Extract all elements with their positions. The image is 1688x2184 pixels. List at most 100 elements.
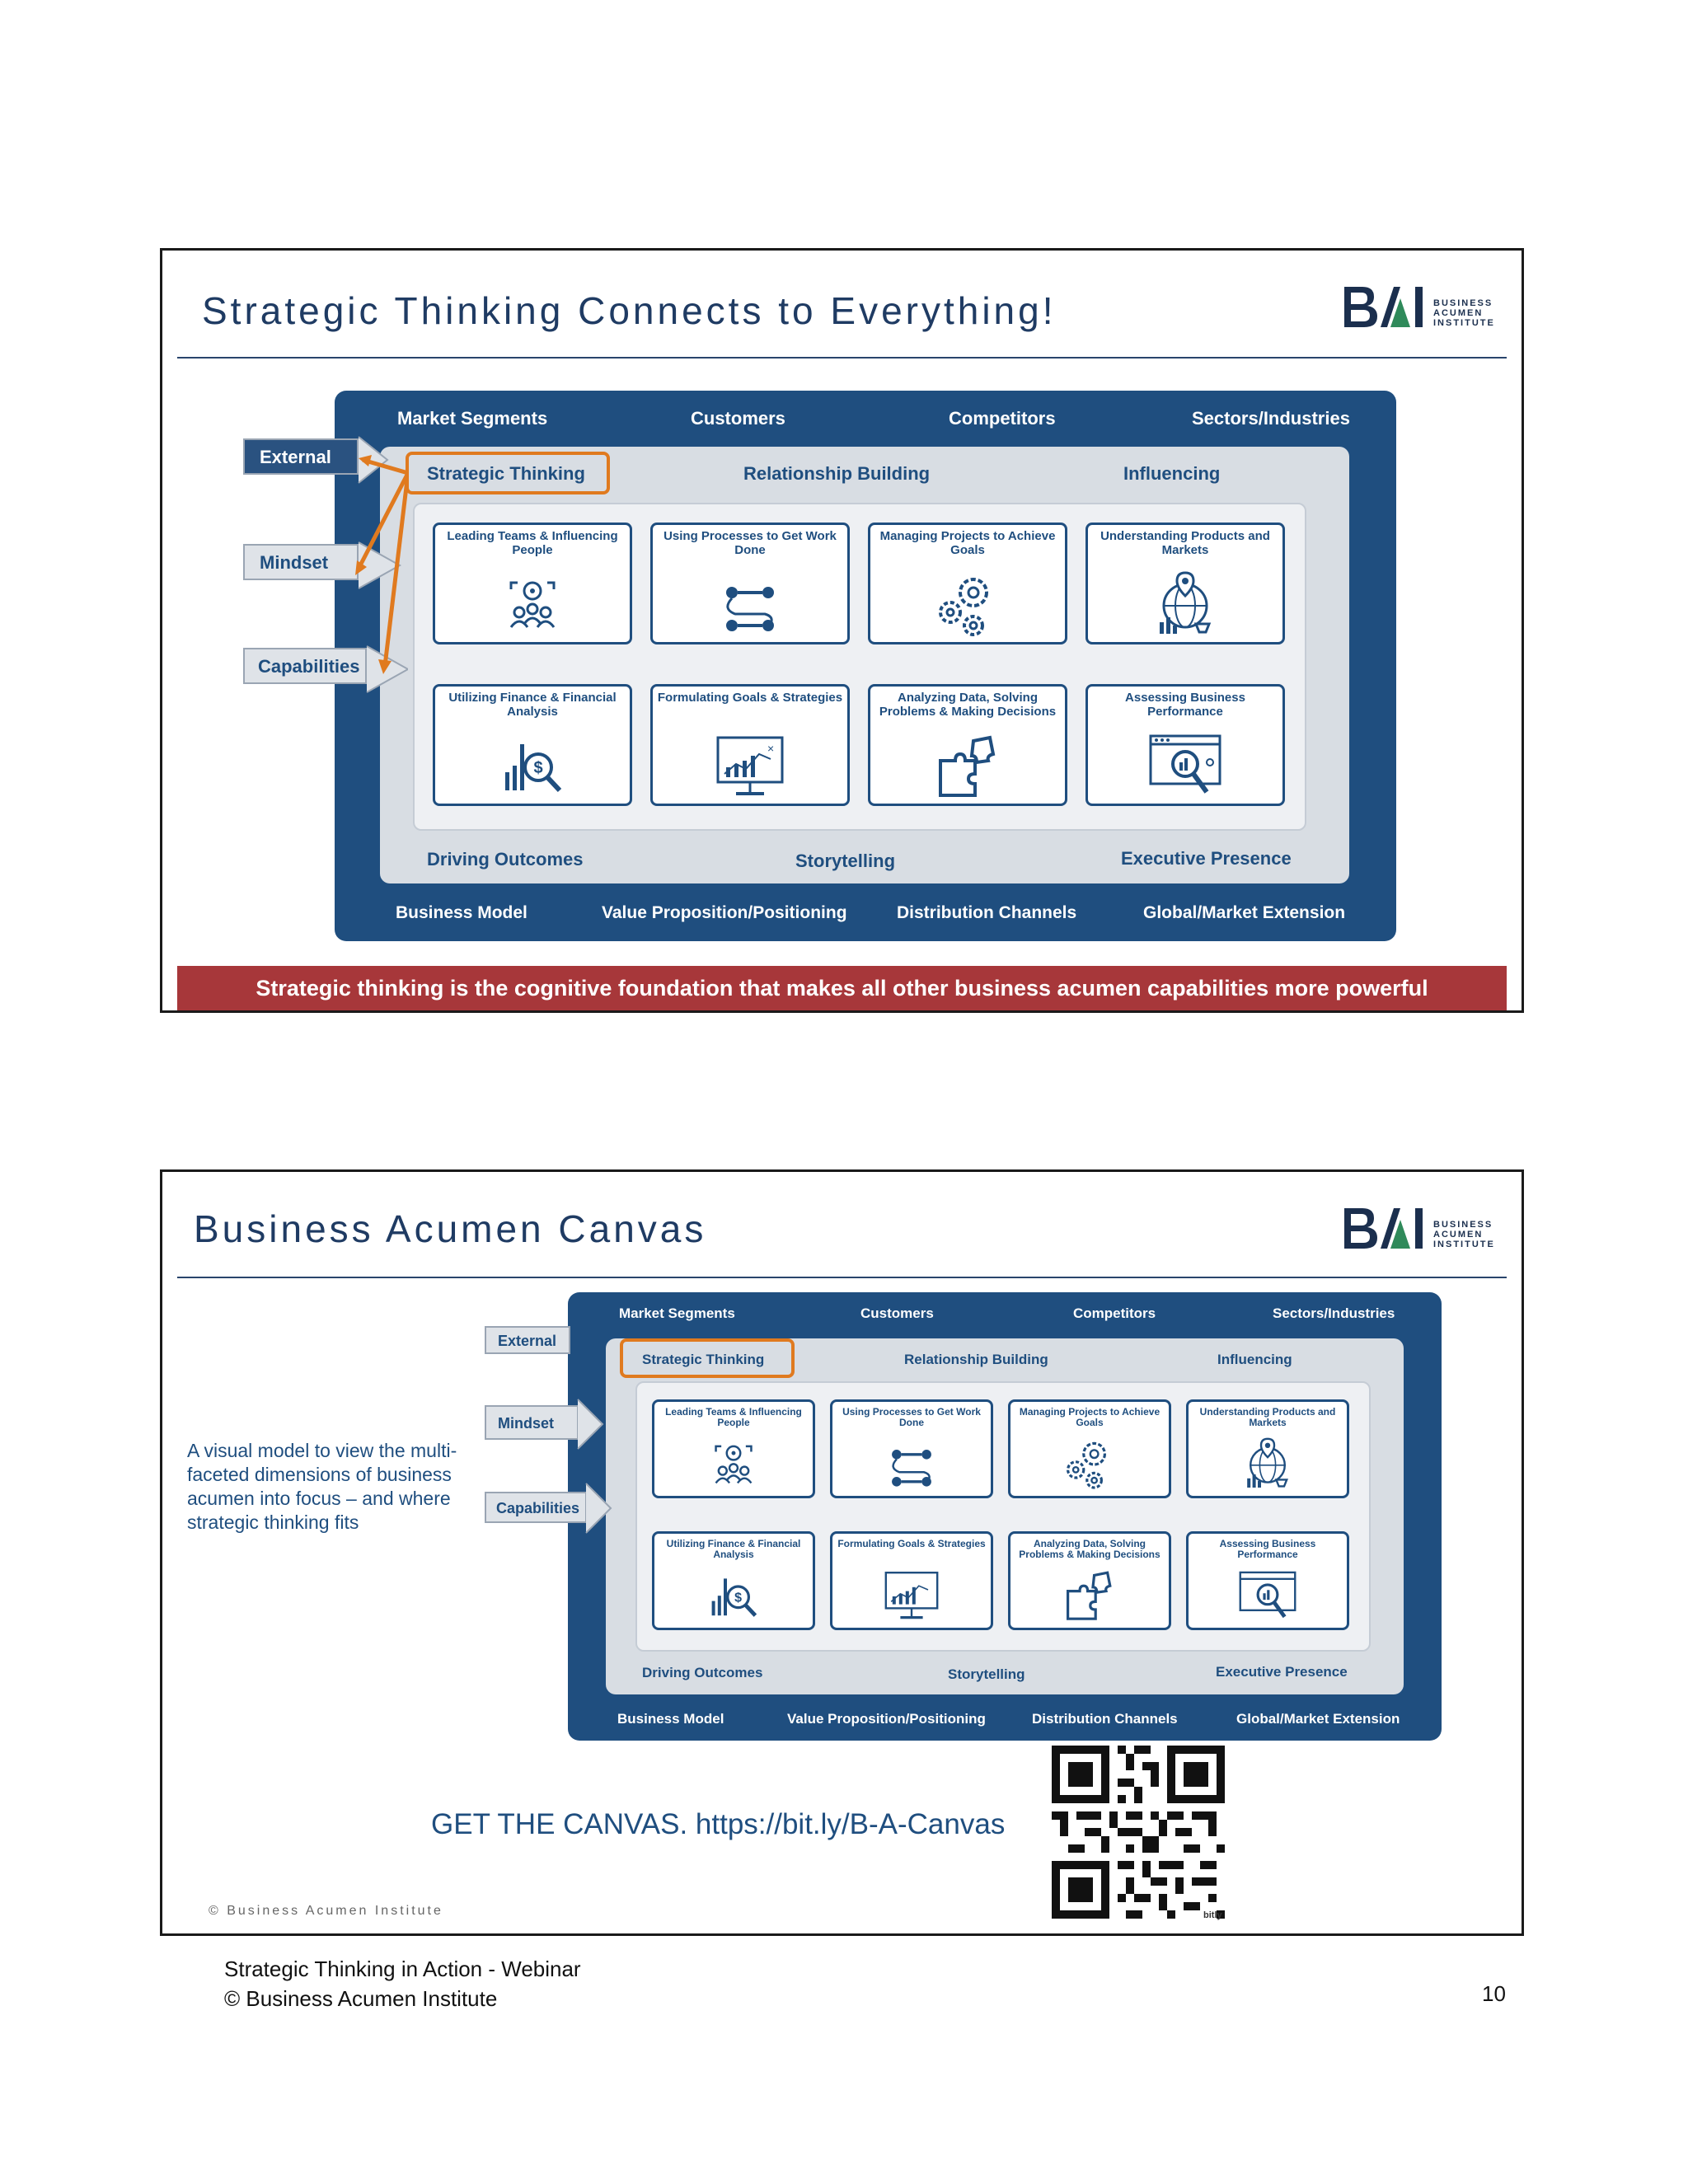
capability-card: Analyzing Data, Solving Problems & Makin…: [1008, 1531, 1171, 1630]
finance-magnifier-icon: $: [505, 744, 562, 793]
mindset-item: Relationship Building: [904, 1352, 1048, 1367]
mindset-panel: Strategic Thinking Relationship Building…: [606, 1338, 1404, 1694]
capability-card: Understanding Products and Markets: [1186, 1399, 1349, 1498]
capabilities-tag: Capabilities: [243, 648, 367, 684]
title-divider: [177, 1277, 1507, 1278]
team-gear-icon: [509, 581, 556, 628]
mindset-tag: Mindset: [243, 544, 359, 580]
outcome-item: Driving Outcomes: [427, 849, 584, 869]
outcome-item: Storytelling: [948, 1666, 1025, 1682]
capability-card: Assessing Business Performance: [1186, 1531, 1349, 1630]
strategic-thinking-highlight: [406, 452, 610, 494]
qr-code[interactable]: [1051, 1746, 1226, 1919]
canvas-diagram: Market Segments Customers Competitors Se…: [335, 391, 1396, 941]
capability-card: Assessing Business Performance: [1085, 684, 1285, 806]
slide-title: Strategic Thinking Connects to Everythin…: [202, 289, 1057, 332]
capability-card: Utilizing Finance & Financial Analysis $: [652, 1531, 815, 1630]
capabilities-core: Leading Teams & Influencing People: [635, 1381, 1371, 1652]
capability-card: Formulating Goals & Strategies: [830, 1531, 993, 1630]
svg-text:$: $: [734, 1591, 742, 1605]
outcome-item: Executive Presence: [1121, 848, 1292, 869]
bai-logo-mark: [1344, 1208, 1423, 1249]
outcome-item: Executive Presence: [1216, 1664, 1348, 1680]
footer-line2: © Business Acumen Institute: [224, 1986, 498, 2011]
mindset-item: Influencing: [1217, 1352, 1292, 1367]
strategy-monitor-icon: [884, 1572, 939, 1619]
capability-card: Utilizing Finance & Financial Analysis $: [433, 684, 632, 806]
model-item: Business Model: [396, 903, 528, 922]
capabilities-core: Leading Teams & Influencing People: [413, 503, 1306, 831]
model-item: Value Proposition/Positioning: [787, 1711, 986, 1727]
page-number: 10: [1482, 1981, 1506, 2006]
capability-card: Understanding Products and Markets: [1085, 523, 1285, 644]
capability-card: Managing Projects to Achieve Goals: [868, 523, 1067, 644]
process-flow-icon: [726, 587, 774, 631]
get-canvas-link[interactable]: GET THE CANVAS. https://bit.ly/B-A-Canva…: [431, 1808, 1006, 1840]
capability-card: Leading Teams & Influencing People: [433, 523, 632, 644]
mindset-item: Strategic Thinking: [427, 463, 585, 484]
performance-browser-icon: [1239, 1571, 1296, 1619]
external-item: Competitors: [949, 408, 1056, 429]
model-item: Value Proposition/Positioning: [602, 903, 847, 922]
capability-card: Leading Teams & Influencing People: [652, 1399, 815, 1498]
canvas-diagram: Market Segments Customers Competitors Se…: [568, 1292, 1442, 1741]
model-item: Distribution Channels: [1032, 1711, 1178, 1727]
external-item: Competitors: [1073, 1305, 1156, 1321]
capabilities-tag: Capabilities: [485, 1492, 587, 1523]
connector-arrows: [577, 1399, 612, 1534]
capability-card: Using Processes to Get Work Done: [650, 523, 850, 644]
svg-text:$: $: [533, 759, 542, 777]
model-item: Distribution Channels: [897, 903, 1077, 922]
bai-logo-mark: [1344, 287, 1423, 327]
performance-browser-icon: [1149, 734, 1221, 794]
mindset-tag: Mindset: [485, 1405, 579, 1440]
globe-market-icon: [1247, 1437, 1288, 1488]
strategic-thinking-highlight: [620, 1338, 795, 1378]
puzzle-icon: [939, 735, 996, 797]
external-tag: External: [243, 438, 359, 475]
slide-strategic-thinking: Strategic Thinking Connects to Everythin…: [160, 248, 1524, 1013]
finance-magnifier-icon: $: [711, 1578, 757, 1617]
model-item: Global/Market Extension: [1143, 903, 1346, 922]
footer-line1: Strategic Thinking in Action - Webinar: [224, 1957, 581, 1981]
external-item: Market Segments: [619, 1305, 735, 1321]
outcome-item: Driving Outcomes: [642, 1665, 763, 1680]
external-item: Customers: [691, 408, 785, 429]
slide-body: Strategic Thinking Connects to Everythin…: [177, 264, 1507, 1010]
capability-card: Using Processes to Get Work Done: [830, 1399, 993, 1498]
canvas-description: A visual model to view the multi-faceted…: [187, 1440, 457, 1533]
capability-card: Analyzing Data, Solving Problems & Makin…: [868, 684, 1067, 806]
globe-market-icon: [1160, 571, 1212, 634]
qr-caption: bitly: [1203, 1910, 1222, 1920]
external-item: Sectors/Industries: [1192, 408, 1350, 429]
title-divider: [177, 357, 1507, 359]
gears-icon: [939, 578, 988, 636]
outcome-item: Storytelling: [795, 851, 896, 871]
strategy-monitor-icon: ×: [716, 736, 784, 795]
external-item: Sectors/Industries: [1273, 1305, 1395, 1321]
model-item: Business Model: [617, 1711, 724, 1727]
team-gear-icon: [715, 1445, 753, 1484]
gears-icon: [1067, 1441, 1106, 1489]
external-tag: External: [485, 1326, 570, 1354]
capability-card: Managing Projects to Achieve Goals: [1008, 1399, 1171, 1498]
external-item: Market Segments: [397, 408, 548, 429]
mindset-item: Relationship Building: [743, 463, 931, 484]
connector-arrows: [355, 436, 408, 693]
external-item: Customers: [860, 1305, 934, 1321]
slide-copyright: © Business Acumen Institute: [209, 1904, 443, 1918]
process-flow-icon: [892, 1450, 931, 1487]
model-item: Global/Market Extension: [1236, 1711, 1400, 1727]
svg-text:×: ×: [767, 742, 774, 755]
puzzle-icon: [1067, 1571, 1112, 1620]
mindset-panel: Strategic Thinking Relationship Building…: [380, 447, 1349, 883]
mindset-item: Strategic Thinking: [642, 1352, 765, 1367]
key-message-banner: Strategic thinking is the cognitive foun…: [177, 966, 1507, 1010]
capability-card: Formulating Goals & Strategies ×: [650, 684, 850, 806]
